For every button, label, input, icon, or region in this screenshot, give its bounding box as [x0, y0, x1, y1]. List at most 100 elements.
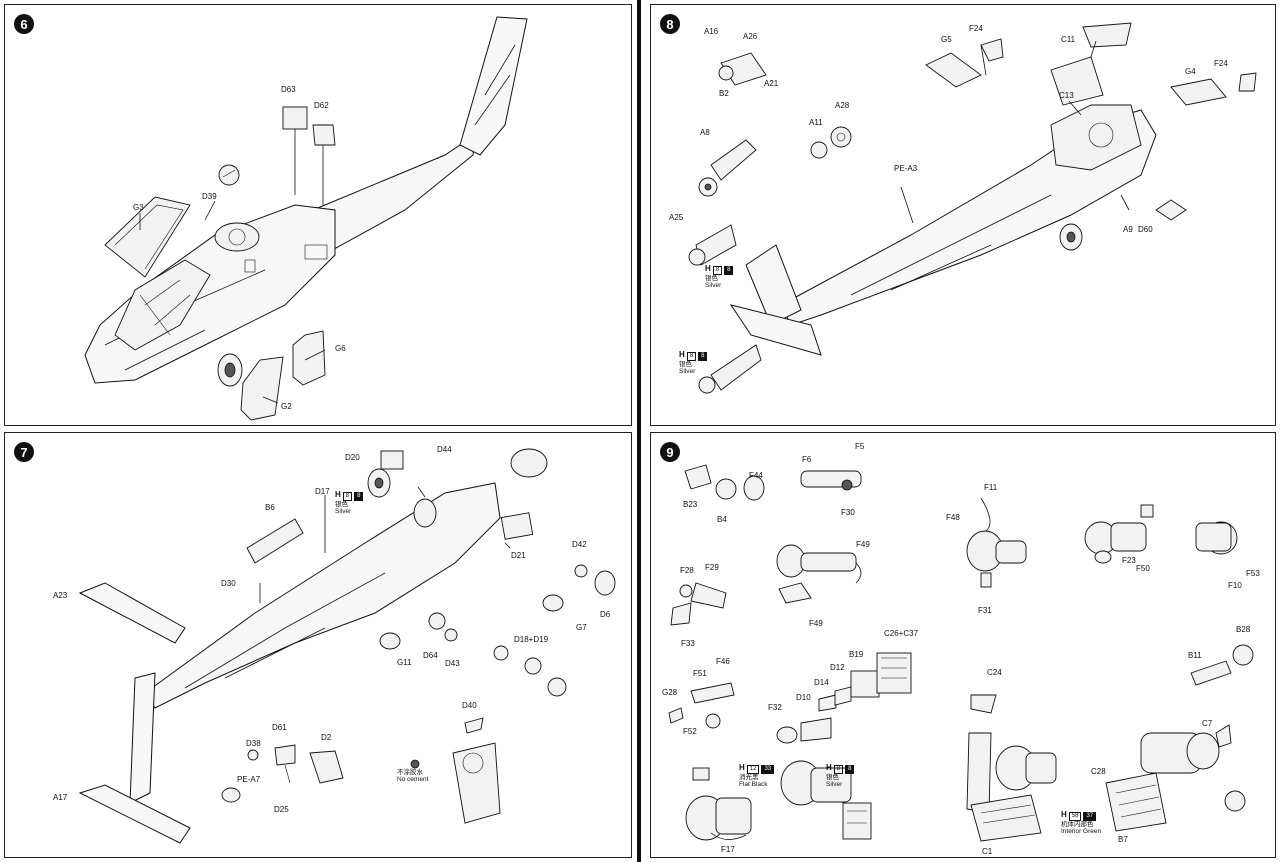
part-label: B4 [717, 515, 727, 524]
part-label: F49 [809, 619, 823, 628]
step-7-panel: 7 [4, 432, 632, 858]
part-label: A25 [669, 213, 684, 222]
part-label: D12 [830, 663, 845, 672]
step-number-6: 6 [14, 14, 34, 34]
part-label: F52 [683, 727, 697, 736]
part-label: D60 [1138, 225, 1153, 234]
part-label: A26 [743, 32, 758, 41]
part-label: D21 [511, 551, 526, 560]
part-label: B7 [1118, 835, 1128, 844]
step-number-7: 7 [14, 442, 34, 462]
part-label: A9 [1123, 225, 1133, 234]
part-label: D40 [462, 701, 477, 710]
part-label: B23 [683, 500, 698, 509]
part-label: C1 [982, 847, 993, 856]
part-label: D64 [423, 651, 438, 660]
part-label: G11 [397, 658, 412, 667]
part-label: D17 [315, 487, 330, 496]
part-label: F24 [969, 24, 983, 33]
part-label: F48 [946, 513, 960, 522]
part-label: F10 [1228, 581, 1242, 590]
part-label: D18+D19 [514, 635, 549, 644]
part-label: A28 [835, 101, 850, 110]
part-label: B28 [1236, 625, 1251, 634]
part-label: F30 [841, 508, 855, 517]
part-label: G6 [335, 344, 346, 353]
part-label: G3 [133, 203, 144, 212]
part-label: B19 [849, 650, 864, 659]
part-label: F24 [1214, 59, 1228, 68]
part-label: D10 [796, 693, 811, 702]
part-label: G5 [941, 35, 952, 44]
part-label: G7 [576, 623, 587, 632]
part-label: F31 [978, 606, 992, 615]
part-label: C24 [987, 668, 1002, 677]
step-8-panel: 8 [650, 4, 1276, 426]
part-label: D14 [814, 678, 829, 687]
part-label: D44 [437, 445, 452, 454]
part-label: F46 [716, 657, 730, 666]
part-label: A11 [809, 118, 823, 127]
part-label: F51 [693, 669, 707, 678]
part-label: F50 [1136, 564, 1150, 573]
part-label: F32 [768, 703, 782, 712]
part-label: A16 [704, 27, 719, 36]
part-label: C7 [1202, 719, 1213, 728]
part-label: F28 [680, 566, 694, 575]
part-label: F53 [1246, 569, 1260, 578]
part-label: A17 [53, 793, 68, 802]
part-label: D38 [246, 739, 261, 748]
part-label: C28 [1091, 767, 1106, 776]
part-label: F33 [681, 639, 695, 648]
part-label: C11 [1061, 35, 1076, 44]
part-label: G4 [1185, 67, 1196, 76]
part-label: PE-A7 [237, 775, 261, 784]
no-cement-note: 不涂胶水 No cement [397, 769, 429, 783]
part-label: D43 [445, 659, 460, 668]
step-6-illustration [84, 16, 528, 421]
part-label: F49 [856, 540, 870, 549]
part-label: F5 [855, 442, 865, 451]
part-label: F17 [721, 845, 735, 854]
part-label: B2 [719, 89, 729, 98]
part-label: C26+C37 [884, 629, 919, 638]
center-divider [637, 0, 641, 862]
part-label: D30 [221, 579, 236, 588]
part-label: D42 [572, 540, 587, 549]
part-label: F23 [1122, 556, 1136, 565]
part-label: F11 [984, 483, 998, 492]
part-label: F44 [749, 471, 763, 480]
step-7-illustration [78, 448, 616, 844]
part-label: D6 [600, 610, 611, 619]
part-label: D2 [321, 733, 332, 742]
part-label: PE-A3 [894, 164, 918, 173]
part-label: D61 [272, 723, 287, 732]
part-label: D62 [314, 101, 329, 110]
step-9-illustration [668, 464, 1254, 842]
step-8-illustration [688, 22, 1257, 394]
part-label: G2 [281, 402, 292, 411]
part-label: B6 [265, 503, 275, 512]
part-label: D25 [274, 805, 289, 814]
part-label: A21 [764, 79, 779, 88]
part-label: C13 [1059, 91, 1074, 100]
part-label: D63 [281, 85, 296, 94]
step-number-9: 9 [660, 442, 680, 462]
step-number-8: 8 [660, 14, 680, 34]
part-label: D20 [345, 453, 360, 462]
part-label: F6 [802, 455, 812, 464]
part-label: A8 [700, 128, 710, 137]
step-9-panel: 9 [650, 432, 1276, 858]
part-label: A23 [53, 591, 68, 600]
part-label: B11 [1188, 651, 1202, 660]
part-label: D39 [202, 192, 217, 201]
part-label: G28 [662, 688, 678, 697]
part-label: F29 [705, 563, 719, 572]
step-6-panel: 6 D63 D62 D39 G3 [4, 4, 632, 426]
